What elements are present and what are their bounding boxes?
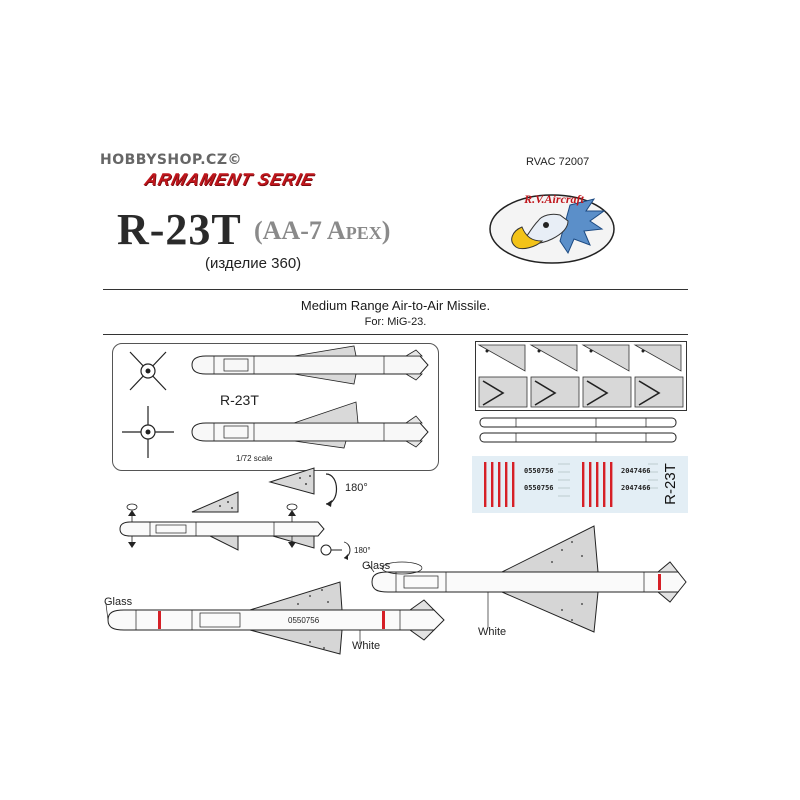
series-title: ARMAMENT SERIE: [142, 170, 317, 189]
missile-large-view-bottom: [105, 581, 445, 655]
watermark: HOBBYSHOP.CZ©: [100, 152, 242, 168]
aircraft-compatibility: For: MiG-23.: [364, 316, 427, 328]
decal-name-text: R-23T: [662, 463, 679, 505]
callout-glass-left: Glass: [104, 596, 133, 608]
missile-side-view-1: [191, 345, 429, 385]
decal-stripes: [484, 462, 658, 507]
decal-code-2b: 2047466: [621, 484, 651, 492]
divider-bottom: [103, 334, 688, 335]
callout-white-left: White: [352, 640, 381, 652]
page-title: R-23T: [117, 205, 242, 254]
manufacturer-logo: R.V.Aircraft: [489, 192, 615, 264]
nato-designation-text: (AA-7 Apex): [254, 216, 391, 245]
catalog-number: RVAC 72007: [526, 156, 590, 168]
divider-top: [103, 289, 688, 290]
rotate-label-large: 180°: [345, 482, 368, 494]
product-designation: (изделие 360): [205, 255, 302, 272]
small-fin-rotate-detail: [320, 541, 351, 560]
callout-white-right: White: [478, 626, 507, 638]
fin-part-2: [268, 467, 315, 495]
photoetch-fret: [475, 341, 687, 411]
fin-part-1: [191, 491, 239, 513]
scale-label: 1/72 scale: [236, 454, 273, 463]
missile-large-view-top: [367, 525, 687, 633]
panel-model-label: R-23T: [220, 392, 259, 408]
decal-sheet: [472, 456, 688, 513]
scale-panel: [112, 343, 439, 471]
missile-front-view-plus: [122, 406, 174, 458]
decal-name-vertical: R-23T: [662, 463, 679, 505]
rotate-arrow-icon: [325, 473, 338, 507]
missile-front-view-x: [129, 351, 167, 391]
missile-stencil: 0550756: [288, 616, 320, 625]
eagle-head-icon: [511, 198, 606, 255]
logo-text: R.V.Aircraft: [523, 192, 584, 206]
rotate-label-small: 180°: [354, 546, 371, 555]
photoetch-missile-bodies: [479, 417, 677, 443]
decal-code-1a: 0550756: [524, 467, 554, 475]
decal-code-2a: 2047466: [621, 467, 651, 475]
missile-description: Medium Range Air-to-Air Missile.: [300, 298, 491, 313]
decal-code-1b: 0550756: [524, 484, 554, 492]
callout-glass-right: Glass: [362, 560, 391, 572]
missile-side-view-2: [191, 401, 429, 449]
missile-assembly-view: [119, 503, 325, 548]
nato-designation: (AA-7 Apex): [254, 216, 390, 246]
